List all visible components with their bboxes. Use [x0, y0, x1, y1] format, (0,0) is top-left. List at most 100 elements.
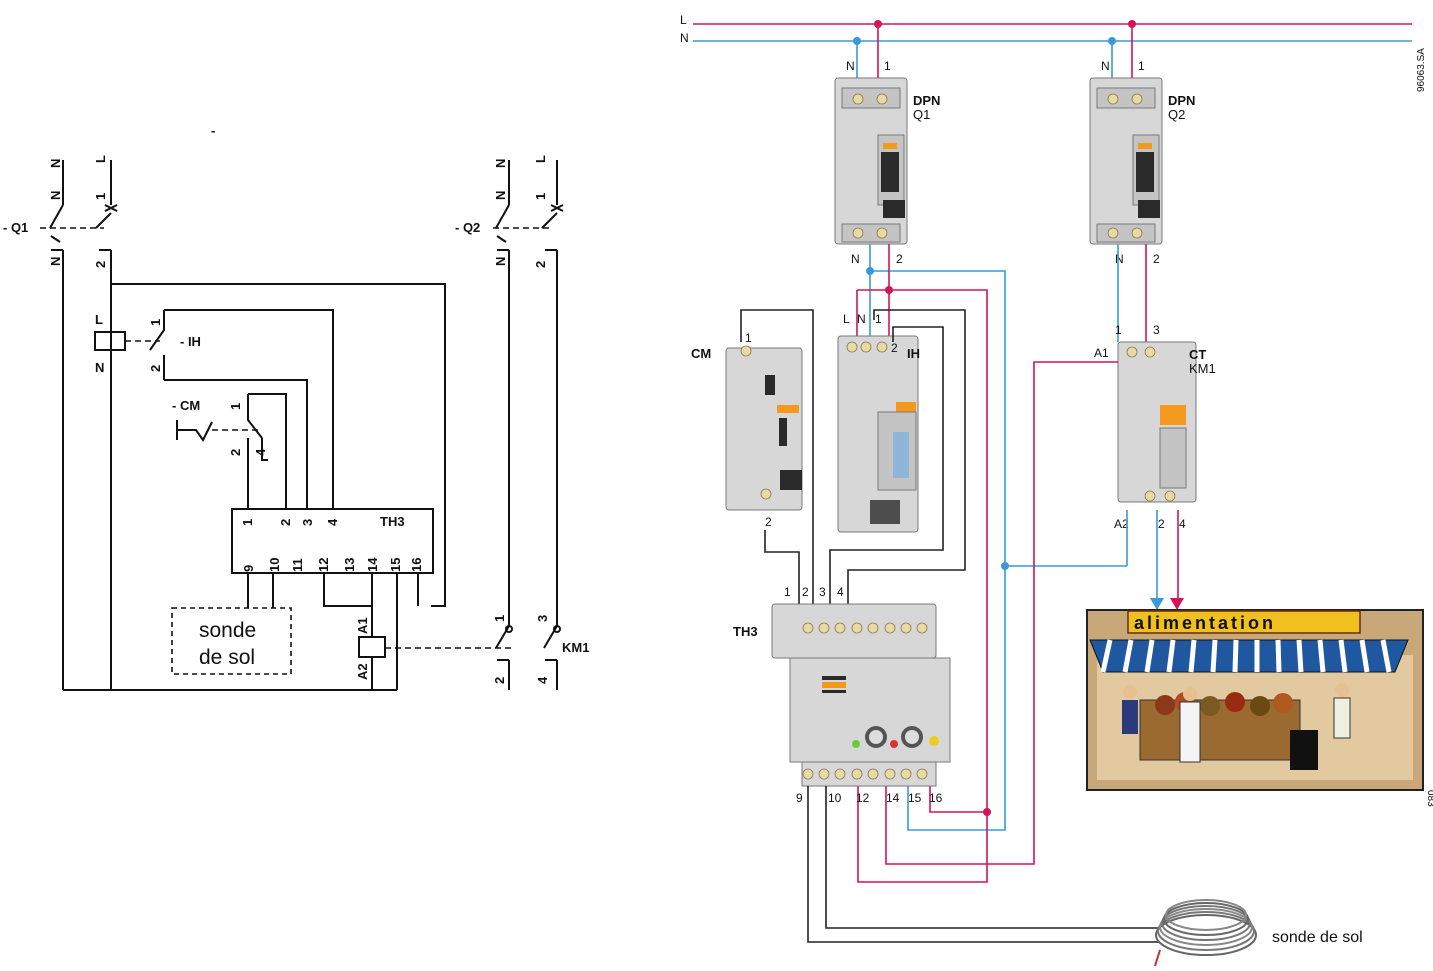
ih-label: - IH	[180, 334, 201, 349]
cm-module-pin2: 2	[765, 515, 772, 529]
cm-module: CM 1 2	[691, 331, 803, 529]
q1-n-top: N	[48, 159, 63, 168]
th3-top-2: 2	[278, 519, 293, 526]
ct-pin4: 4	[1179, 517, 1186, 531]
ct-a2: A2	[1114, 517, 1129, 531]
ih-module-n: N	[857, 312, 866, 326]
dpn-q2-pin1: 1	[1138, 59, 1145, 73]
km1-pin2: 2	[492, 677, 507, 684]
shop-illustration: alimentation 10 kg 083	[1086, 609, 1433, 807]
schematic-top-dash: -	[211, 123, 215, 138]
dpn-q1-pin2: 2	[896, 252, 903, 266]
km1-pin4: 4	[535, 676, 550, 684]
th3-block: TH3 1 2 3 4 9 10 11 12 13 14 15 16	[231, 508, 434, 690]
th3-module-t14: 14	[886, 791, 900, 805]
km1-pin1: 1	[492, 615, 507, 622]
ct-pin1: 1	[1115, 323, 1122, 337]
ct-ref: KM1	[1189, 361, 1216, 376]
cm-label: - CM	[172, 398, 200, 413]
th3-top-3: 3	[300, 519, 315, 526]
ih-l: L	[95, 312, 103, 327]
cm-pin4: 4	[253, 448, 268, 456]
ih-n: N	[95, 360, 104, 375]
cm-pin2: 2	[228, 449, 243, 456]
dpn-q1-ref: Q1	[913, 107, 930, 122]
dpn-q1-n-top: N	[846, 59, 855, 73]
q2-l-top: L	[533, 155, 548, 163]
th3-label: TH3	[380, 514, 405, 529]
q1-label: - Q1	[3, 220, 28, 235]
dpn-q2-n-top: N	[1101, 59, 1110, 73]
km1-contacts-symbol: KM1 1 3 2 4	[492, 612, 589, 690]
soil-sensor-coil: sonde de sol	[1154, 899, 1363, 967]
q2-label: - Q2	[455, 220, 480, 235]
dpn-q2-label: DPN	[1168, 93, 1195, 108]
ih-module-label: IH	[907, 346, 920, 361]
ih-timer-symbol: L N - IH 1 2	[94, 284, 334, 690]
q1-breaker-symbol: - Q1 N N N L 1 2	[3, 155, 118, 690]
schematic-diagram: - - Q1 N N N L 1 2 L N - IH 1	[3, 123, 589, 691]
cm-pin1: 1	[228, 403, 243, 410]
th3-bottom-terminals	[802, 768, 928, 780]
q1-l-top: L	[93, 155, 108, 163]
th3-bot-16: 16	[409, 558, 424, 572]
wiring-n-label: N	[680, 31, 689, 45]
th3-module-t10: 10	[828, 791, 842, 805]
schematic-sensor-line1: sonde	[199, 619, 256, 642]
th3-module-t12: 12	[856, 791, 870, 805]
th3-module-t2: 2	[802, 585, 809, 599]
dpn-q1-pin1: 1	[884, 59, 891, 73]
ih-module-l: L	[843, 312, 850, 326]
th3-module-t9: 9	[796, 791, 803, 805]
km1-label: KM1	[562, 640, 589, 655]
dpn-q2-ref: Q2	[1168, 107, 1185, 122]
ih-pin1: 1	[148, 319, 163, 326]
th3-module-t15: 15	[908, 791, 922, 805]
shop-side-code: 083	[1425, 790, 1433, 807]
ih-module: L N 1 2 IH	[837, 312, 920, 533]
cm-switch-symbol: - CM 1 2 4	[172, 393, 287, 509]
dpn-q2-module: N 1 DPN Q2 N 2	[1089, 59, 1195, 266]
dpn-q1-n-bot: N	[851, 252, 860, 266]
th3-bot-14: 14	[365, 557, 380, 572]
shop-sign: alimentation	[1134, 613, 1276, 633]
th3-top-4: 4	[325, 518, 340, 526]
q2-breaker-symbol: - Q2 N N N L 1 2	[455, 155, 564, 612]
wiring-illustration: L N 96063.SA N 1 DPN Q1 N 2	[680, 13, 1433, 967]
th3-top-terminals	[802, 622, 928, 634]
th3-module-label: TH3	[733, 624, 758, 639]
ct-a1: A1	[1094, 346, 1109, 360]
q2-n-bot: N	[493, 257, 508, 266]
th3-module-t4: 4	[837, 585, 844, 599]
th3-bot-15: 15	[388, 558, 403, 572]
soil-sensor-symbol: sonde de sol	[171, 607, 292, 675]
km1-a2: A2	[355, 663, 370, 680]
dpn-q1-module: N 1 DPN Q1 N 2	[834, 59, 940, 266]
wiring-l-label: L	[680, 13, 687, 27]
q2-pin1: 1	[533, 193, 548, 200]
q1-n-bot: N	[48, 257, 63, 266]
q2-n-mid: N	[493, 191, 508, 200]
th3-module: TH3 1 2 3 4 9 10 12 14 15 16	[733, 585, 951, 805]
th3-bot-11: 11	[290, 558, 305, 572]
dpn-q1-label: DPN	[913, 93, 940, 108]
ih-module-pin1: 1	[875, 312, 882, 326]
th3-module-t1: 1	[784, 585, 791, 599]
km1-coil-symbol: A1 A2	[355, 617, 514, 690]
scale-bottom: kg	[1295, 755, 1308, 767]
scale-top: 10	[1293, 736, 1305, 748]
ct-contactor-module: A1 1 3 CT KM1 A2 2 4	[1094, 323, 1216, 531]
q2-pin2: 2	[533, 261, 548, 268]
km1-pin3: 3	[535, 615, 550, 622]
wiring-sensor-label: sonde de sol	[1272, 929, 1363, 946]
th3-bot-10: 10	[267, 558, 282, 572]
schematic-sensor-line2: de sol	[199, 646, 255, 669]
th3-bot-13: 13	[342, 558, 357, 572]
q2-n-top: N	[493, 159, 508, 168]
q1-pin2: 2	[93, 261, 108, 268]
th3-top-1: 1	[240, 519, 255, 526]
ih-pin2: 2	[148, 365, 163, 372]
th3-module-t3: 3	[819, 585, 826, 599]
th3-bot-12: 12	[316, 558, 331, 572]
